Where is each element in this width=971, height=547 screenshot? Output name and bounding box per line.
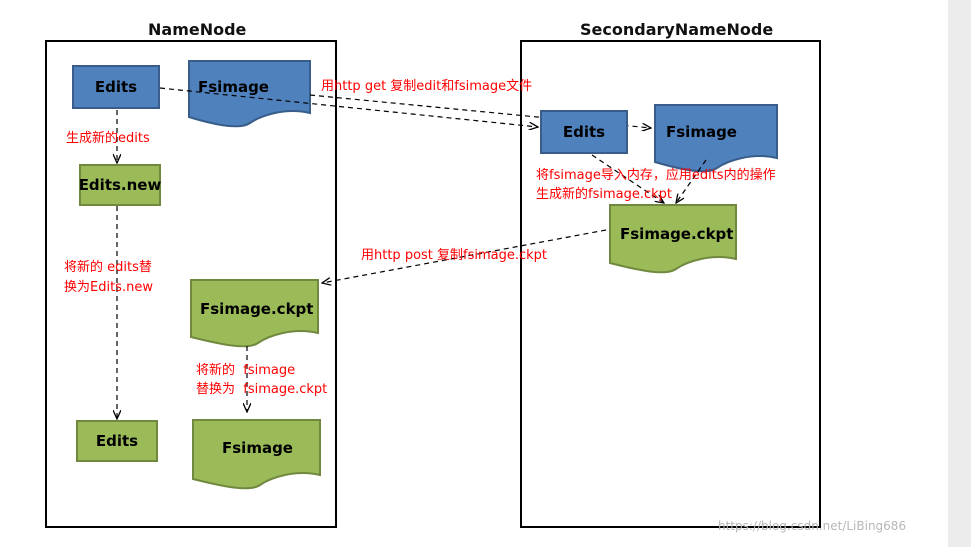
namenode-edits-final-box: Edits bbox=[76, 420, 158, 462]
arrow-secondary-edits-to-ckpt bbox=[591, 154, 664, 203]
namenode-edits-new-box: Edits.new bbox=[79, 164, 161, 206]
annotation-http-get: 用http get 复制edit和fsimage文件 bbox=[321, 79, 533, 94]
secondary-namenode-panel bbox=[520, 40, 821, 528]
secondary-fsimage-label: Fsimage bbox=[666, 123, 737, 141]
annotation-load-line1: 将fsimage导入内存，应用edits内的操作 bbox=[536, 168, 776, 183]
secondary-fsimage-doc bbox=[654, 104, 778, 173]
arrow-ckpt-to-namenode bbox=[322, 229, 607, 283]
secondary-edits-box: Edits bbox=[540, 110, 628, 154]
namenode-panel bbox=[45, 40, 337, 528]
annotation-replace-fsimage-line2: 替换为 fsimage.ckpt bbox=[196, 382, 328, 397]
arrow-edits-to-secondary bbox=[159, 87, 538, 127]
namenode-fsimage-ckpt-doc bbox=[190, 279, 319, 348]
namenode-fsimage-doc bbox=[188, 60, 311, 128]
annotation-replace-edits-line1: 将新的 edits替 bbox=[64, 260, 152, 275]
annotation-http-post: 用http post 复制fsimage.ckpt bbox=[361, 248, 548, 263]
watermark: https://blog.csdn.net/LiBing686 bbox=[718, 519, 907, 533]
right-gray-strip bbox=[948, 0, 971, 547]
arrow-fsimage-to-secondary bbox=[309, 94, 651, 128]
namenode-fsimage-final-doc bbox=[192, 419, 321, 490]
annotation-load-line2: 生成新的fsimage.ckpt bbox=[536, 187, 672, 202]
secondary-namenode-title: SecondaryNameNode bbox=[580, 20, 774, 39]
namenode-fsimage-final-label: Fsimage bbox=[222, 439, 293, 457]
namenode-edits-box: Edits bbox=[72, 65, 160, 109]
namenode-title: NameNode bbox=[148, 20, 247, 39]
namenode-fsimage-label: Fsimage bbox=[198, 78, 269, 96]
annotation-generate-edits: 生成新的edits bbox=[66, 131, 150, 146]
secondary-fsimage-ckpt-doc bbox=[609, 204, 737, 274]
annotation-replace-edits-line2: 换为Edits.new bbox=[64, 280, 153, 295]
namenode-fsimage-ckpt-label: Fsimage.ckpt bbox=[200, 300, 314, 318]
annotation-replace-fsimage-line1: 将新的 fsimage bbox=[196, 363, 296, 378]
secondary-fsimage-ckpt-label: Fsimage.ckpt bbox=[620, 225, 734, 243]
